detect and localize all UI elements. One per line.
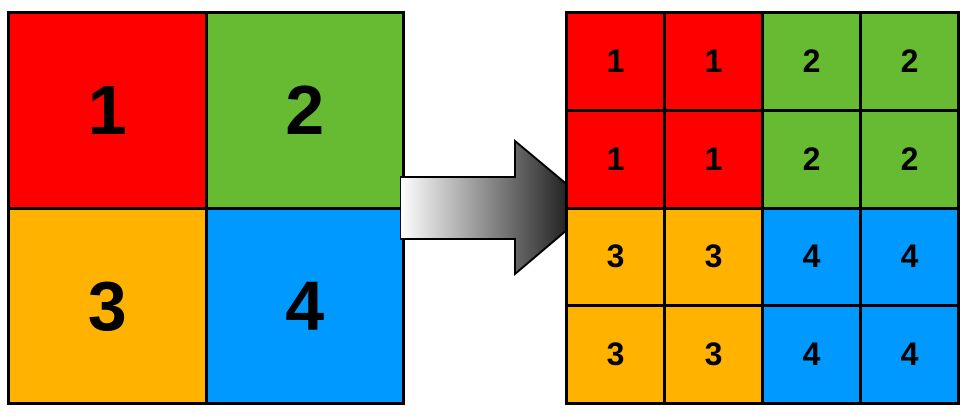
upsampled-cell: 3 — [568, 307, 663, 402]
upsampled-cell: 1 — [666, 14, 761, 109]
upsampled-cell-label: 2 — [802, 42, 821, 79]
upsampled-cell-label: 2 — [900, 42, 919, 79]
source-cell-label: 1 — [87, 71, 127, 150]
upsampled-cell-label: 3 — [704, 336, 723, 373]
upsampled-cell: 2 — [764, 111, 859, 207]
source-cell: 3 — [10, 209, 205, 402]
upsampled-cell: 3 — [568, 209, 663, 305]
arrow — [399, 135, 600, 280]
upsampled-cell-label: 4 — [900, 336, 919, 373]
source-cell-label: 4 — [285, 266, 325, 345]
upsampled-cell-label: 1 — [606, 140, 625, 177]
upsampled-cell: 4 — [764, 307, 859, 402]
source-cell: 1 — [10, 14, 205, 207]
source-cell-label: 3 — [87, 266, 127, 345]
upsampled-cell-label: 4 — [900, 238, 919, 275]
upsampled-cell: 2 — [862, 14, 957, 109]
upsampled-cell: 4 — [764, 209, 859, 305]
upsampled-cell: 2 — [764, 14, 859, 109]
upsampled-cell: 4 — [862, 209, 957, 305]
upsampled-cell: 4 — [862, 307, 957, 402]
upsampled-cell-label: 1 — [704, 42, 723, 79]
upsampled-cell-label: 1 — [704, 140, 723, 177]
upsampled-cell: 1 — [568, 14, 663, 109]
source-cell: 4 — [207, 209, 402, 402]
upsampled-cell: 1 — [568, 111, 663, 207]
upsampled-cell-label: 4 — [802, 238, 821, 275]
upsampled-cell: 3 — [666, 209, 761, 305]
upsampled-cell-label: 3 — [606, 336, 625, 373]
source-grid: 1 2 3 4 — [7, 11, 405, 405]
upsampled-cell-label: 2 — [900, 140, 919, 177]
upsampled-cell: 3 — [666, 307, 761, 402]
upsampled-cell-label: 1 — [606, 42, 625, 79]
upsampled-cell-label: 3 — [606, 238, 625, 275]
upsampled-cell: 1 — [666, 111, 761, 207]
upsampled-cell-label: 3 — [704, 238, 723, 275]
upsampled-cell: 2 — [862, 111, 957, 207]
source-cell-label: 2 — [285, 71, 325, 150]
upsampled-cell-label: 2 — [802, 140, 821, 177]
source-cell: 2 — [207, 14, 402, 207]
right-arrow-icon — [399, 138, 596, 277]
upsampled-cell-label: 4 — [802, 336, 821, 373]
upsampled-grid: 1 1 2 2 1 1 2 2 3 3 4 4 3 3 4 4 — [565, 11, 960, 405]
